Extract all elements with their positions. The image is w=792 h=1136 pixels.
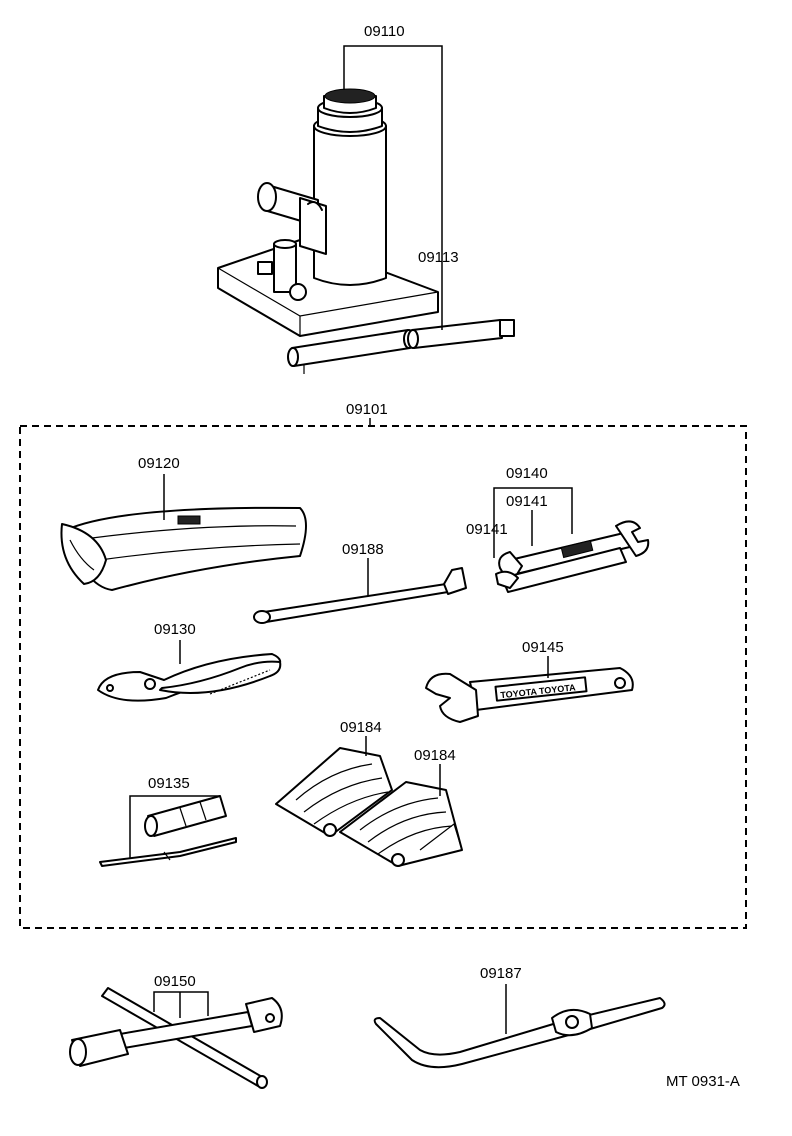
label-wrench-b: 09141	[466, 521, 508, 538]
label-tire-lever: 09188	[342, 541, 384, 558]
label-jack: 09110	[364, 23, 405, 40]
tool-kit-boundary	[19, 425, 747, 929]
wheel-chock-left	[275, 747, 393, 837]
tool-bag	[60, 506, 307, 591]
tire-lever	[253, 567, 467, 624]
label-tool-bag: 09120	[138, 455, 180, 472]
label-chock-b: 09184	[414, 747, 456, 764]
open-end-wrench-set	[495, 520, 650, 593]
crank-handle	[373, 997, 666, 1069]
label-screwdriver: 09135	[148, 775, 190, 792]
label-pliers: 09130	[154, 621, 196, 638]
pliers	[97, 653, 282, 702]
label-chock-a: 09184	[340, 719, 382, 736]
screwdriver	[99, 795, 237, 867]
wheel-chock-right	[339, 781, 463, 867]
label-jack-handle: 09113	[418, 249, 459, 266]
jack-handle	[287, 319, 515, 374]
label-tool-kit: 09101	[346, 401, 388, 418]
label-adjustable-wrench: 09145	[522, 639, 564, 656]
label-wrench-set: 09140	[506, 465, 548, 482]
label-lug-wrench: 09150	[154, 973, 196, 990]
lug-wrench	[69, 987, 283, 1089]
adjustable-wrench: TOYOTA TOYOTA	[425, 667, 634, 723]
label-wrench-a: 09141	[506, 493, 548, 510]
label-crank-handle: 09187	[480, 965, 522, 982]
drawing-code: MT 0931-A	[666, 1073, 740, 1090]
bottle-jack	[217, 88, 439, 337]
